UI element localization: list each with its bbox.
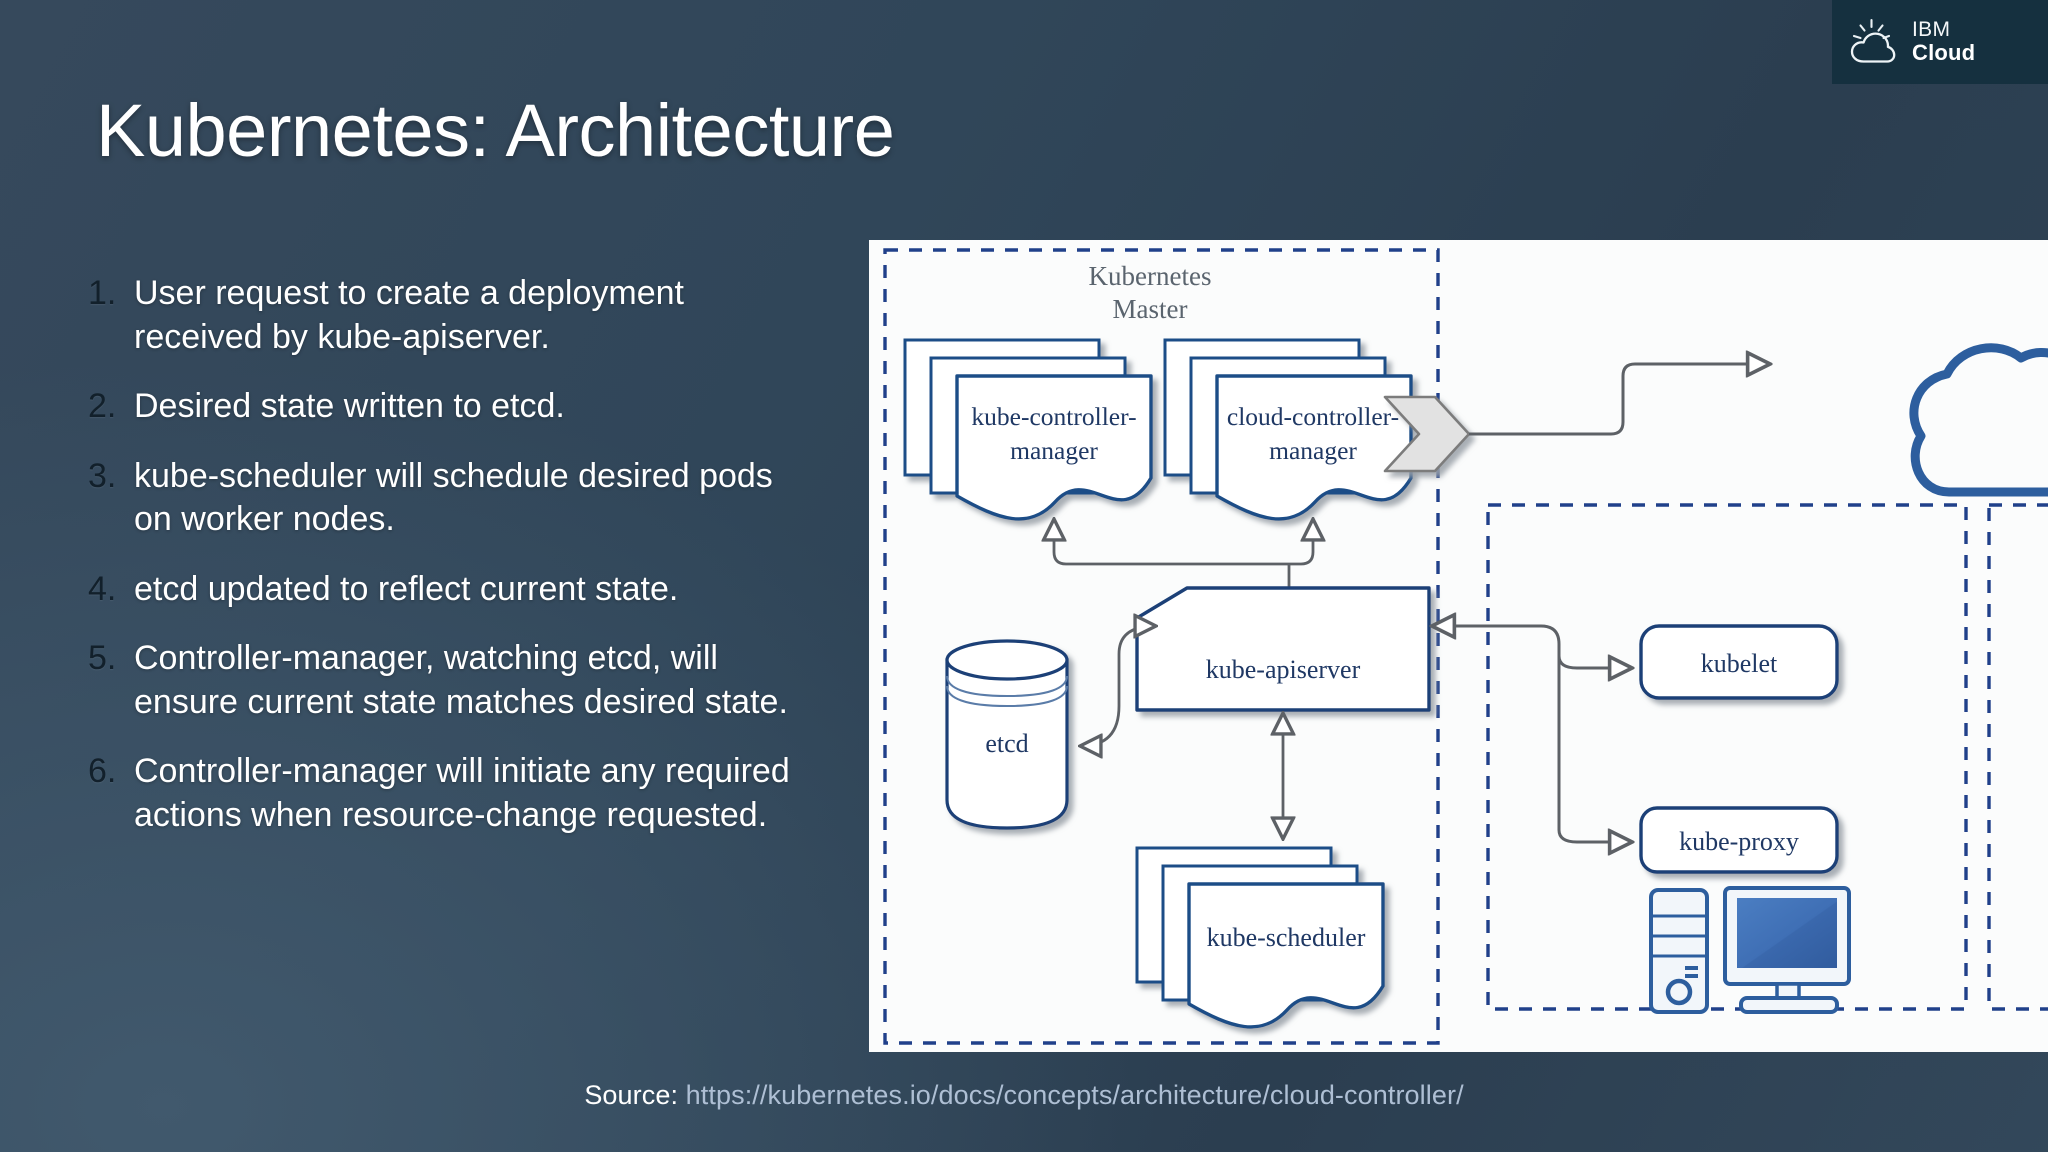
cloud-controller-manager-label-line2: manager: [1269, 436, 1357, 465]
cloud-controller-manager-label-line1: cloud-controller-: [1227, 402, 1399, 431]
source-url-link[interactable]: https://kubernetes.io/docs/concepts/arch…: [685, 1080, 1464, 1110]
list-item: 3. kube-scheduler will schedule desired …: [88, 455, 808, 542]
master-label-line-2: Master: [1113, 294, 1188, 324]
workstation-computer-icon: [1649, 886, 1851, 1014]
kube-apiserver-label: kube-apiserver: [1206, 655, 1361, 684]
list-item-number: 5.: [88, 639, 117, 678]
ibm-cloud-badge: IBM Cloud: [1832, 0, 2048, 84]
steps-list: 1. User request to create a deployment r…: [88, 272, 808, 863]
kubelet-box: [1639, 624, 1839, 700]
connector-kube-controller-to-apiserver: [1054, 520, 1289, 566]
list-item-number: 2.: [88, 387, 117, 426]
kubernetes-architecture-diagram: Kubernetes Master kube-controller- manag…: [869, 240, 2048, 1052]
brand-line-ibm: IBM: [1912, 18, 1951, 42]
list-item-text: User request to create a deployment rece…: [134, 274, 684, 356]
brand-line-cloud: Cloud: [1912, 40, 1976, 66]
list-item-text: kube-scheduler will schedule desired pod…: [134, 456, 773, 539]
list-item: 2. Desired state written to etcd.: [88, 385, 808, 429]
list-item-text: Controller-manager will initiate any req…: [134, 752, 790, 834]
source-line: Source: https://kubernetes.io/docs/conce…: [0, 1080, 2048, 1111]
kube-proxy-box: [1639, 806, 1839, 874]
connector-apiserver-to-kubelet: [1433, 626, 1631, 668]
kube-scheduler-stack: [1135, 846, 1385, 1029]
worker-node-boundary-2: [1987, 503, 2048, 1011]
list-item-text: Desired state written to etcd.: [134, 387, 565, 426]
list-item: 6. Controller-manager will initiate any …: [88, 750, 808, 837]
source-label: Source:: [584, 1080, 679, 1110]
connector-apiserver-to-kube-proxy: [1557, 656, 1631, 842]
kube-apiserver-shape: [1135, 586, 1431, 712]
cloud-controller-manager-stack: [1163, 338, 1413, 521]
kube-proxy-label: kube-proxy: [1679, 827, 1799, 856]
cloud-provider-chevron-icon: [1383, 395, 1471, 473]
ibm-cloud-mark-icon: [1846, 16, 1902, 68]
list-item-number: 3.: [88, 456, 117, 495]
connector-etcd-to-apiserver: [1081, 626, 1155, 746]
list-item: 4. etcd updated to reflect current state…: [88, 568, 808, 612]
kube-controller-manager-label-line1: kube-controller-: [971, 402, 1136, 431]
list-item: 5. Controller-manager, watching etcd, wi…: [88, 637, 808, 724]
list-item-text: Controller-manager, watching etcd, will …: [134, 639, 788, 721]
worker-node-boundary: [1486, 503, 1968, 1011]
page-title: Kubernetes: Architecture: [96, 89, 895, 172]
list-item-text: etcd updated to reflect current state.: [134, 569, 679, 608]
kube-controller-manager-label-line2: manager: [1010, 436, 1098, 465]
connector-cloud-provider: [1469, 364, 1769, 436]
kubernetes-master-boundary: [883, 248, 1440, 1045]
master-label-line-1: Kubernetes: [1089, 261, 1212, 291]
etcd-cylinder: [945, 639, 1069, 830]
kube-controller-manager-stack: [903, 338, 1153, 521]
connector-cloud-controller-to-apiserver: [1289, 520, 1313, 566]
kubelet-label: kubelet: [1701, 649, 1778, 678]
ibm-cloud-wordmark: IBM Cloud: [1912, 18, 1976, 66]
cloud-provider-icon: [1909, 343, 2048, 497]
list-item: 1. User request to create a deployment r…: [88, 272, 808, 359]
etcd-label: etcd: [985, 729, 1028, 758]
kube-scheduler-label: kube-scheduler: [1207, 923, 1366, 952]
list-item-number: 1.: [88, 274, 117, 312]
list-item-number: 4.: [88, 569, 117, 608]
list-item-number: 6.: [88, 752, 117, 791]
